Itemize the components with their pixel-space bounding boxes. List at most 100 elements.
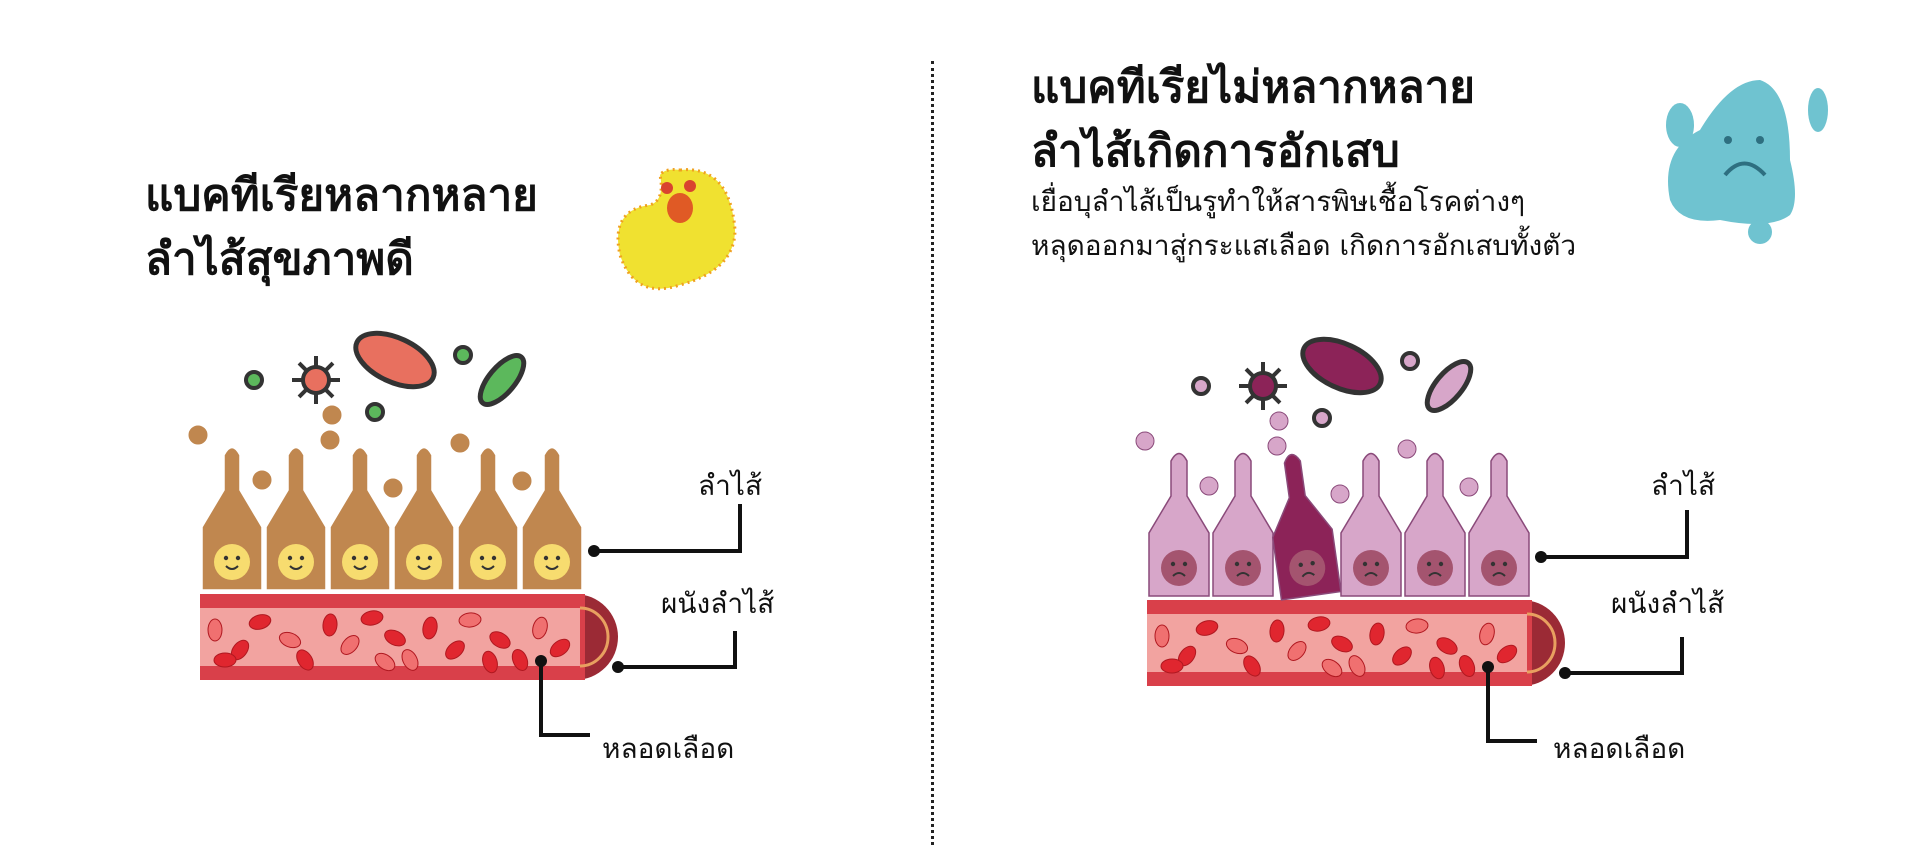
cell-face [278, 544, 314, 580]
amoeba-blob [1808, 88, 1828, 132]
red-blood-cell [1321, 658, 1343, 678]
cell-eye [543, 555, 549, 561]
cell-eye [351, 555, 357, 561]
cell-eye [1502, 561, 1508, 567]
right-leader-lines [1486, 510, 1689, 743]
particle [383, 478, 403, 498]
bacteria-small [1424, 359, 1474, 413]
red-blood-cell [422, 616, 438, 640]
cell-mouth [1492, 572, 1506, 577]
intestinal-cell [201, 446, 263, 591]
vessel-end-cap [575, 594, 618, 680]
leader-wall [1565, 637, 1684, 675]
cell-eye [299, 555, 305, 561]
cell-eye [363, 555, 369, 561]
virus [1239, 362, 1287, 410]
red-blood-cell [1436, 637, 1458, 655]
leader-vessel [539, 661, 590, 737]
particle [1330, 484, 1350, 504]
red-blood-cell [482, 650, 498, 674]
red-blood-cell [511, 648, 529, 672]
sad-amoeba-icon [1666, 80, 1828, 244]
intestinal-cell [1271, 453, 1342, 601]
amoeba-eye [1756, 136, 1764, 144]
cell-face [214, 544, 250, 580]
red-blood-cell [374, 652, 396, 672]
leader-dot [1535, 551, 1547, 563]
red-blood-cell [1331, 635, 1353, 653]
cell-face [1289, 549, 1326, 586]
leader-dot [612, 661, 624, 673]
cell-face [406, 544, 442, 580]
left-label-blood-vessel: หลอดเลือด [602, 732, 735, 765]
intestinal-cell [265, 446, 327, 591]
virus-body [301, 365, 331, 395]
leader-dot [1559, 667, 1571, 679]
red-blood-cell [1479, 622, 1495, 646]
particle [1269, 411, 1289, 431]
red-blood-cell [445, 640, 465, 660]
red-blood-cell [1195, 620, 1219, 636]
particle [450, 433, 470, 453]
red-blood-cell [549, 638, 571, 658]
cell-mouth [481, 565, 495, 570]
red-blood-cell [1307, 616, 1331, 632]
left-blood-vessel [200, 594, 618, 680]
right-label-intestine: ลำไส้ [1651, 469, 1716, 502]
cell-face [1225, 550, 1261, 586]
bacterium-mouth [667, 193, 693, 223]
red-blood-cell [1287, 641, 1307, 661]
right-scene [1135, 336, 1689, 743]
microbe-dot [1400, 351, 1420, 371]
particle [188, 425, 208, 445]
left-label-intestinal-wall: ผนังลำไส้ [661, 587, 775, 620]
left-intestinal-cells [201, 446, 583, 591]
left-title-line-1: แบคทีเรียหลากหลาย [145, 170, 538, 221]
intestinal-cell [1212, 452, 1274, 597]
cell-mouth [1236, 572, 1250, 577]
cell-eye [1310, 560, 1315, 566]
left-leader-lines [539, 504, 742, 737]
leader-intestine [1541, 510, 1689, 559]
red-blood-cell [213, 652, 237, 668]
bacterium-eye [684, 180, 696, 192]
particle [1135, 431, 1155, 451]
right-label-intestinal-wall: ผนังลำไส้ [1611, 587, 1725, 620]
right-intestinal-cells [1148, 452, 1530, 601]
cell-eye [427, 555, 433, 561]
vessel-rim [579, 606, 610, 668]
amoeba-blob [1666, 103, 1694, 147]
red-blood-cell [1392, 646, 1412, 666]
particle [252, 470, 272, 490]
cell-face [1161, 550, 1197, 586]
cell-eye [1170, 561, 1176, 567]
cell-face [534, 544, 570, 580]
red-blood-cell [1348, 655, 1366, 677]
cell-mouth [225, 565, 239, 570]
vessel-end-cap [1522, 600, 1565, 686]
particle [320, 430, 340, 450]
cell-mouth [353, 565, 367, 570]
red-blood-cell [296, 649, 314, 671]
cell-eye [555, 555, 561, 561]
leader-vessel [1486, 667, 1537, 743]
cell-face [1353, 550, 1389, 586]
red-blood-cell [384, 629, 406, 647]
bacterium-eye [661, 182, 673, 194]
intestinal-cell [1148, 452, 1210, 597]
cell-mouth [1428, 572, 1442, 577]
cell-eye [1362, 561, 1368, 567]
microbe-dot [453, 345, 473, 365]
red-blood-cell [1496, 644, 1518, 664]
right-label-blood-vessel: หลอดเลือด [1553, 732, 1686, 765]
red-blood-cell [1269, 619, 1285, 643]
intestinal-cell [1404, 452, 1466, 597]
red-blood-cell [1154, 624, 1170, 648]
right-subtitle-line-2: หลุดออกมาสู่กระแสเลือด เกิดการอักเสบทั้ง… [1031, 229, 1577, 262]
intestinal-cell [1340, 452, 1402, 597]
red-blood-cell [322, 613, 338, 637]
divider [931, 61, 934, 845]
microbe-dot [244, 370, 264, 390]
leader-intestine [594, 504, 742, 553]
